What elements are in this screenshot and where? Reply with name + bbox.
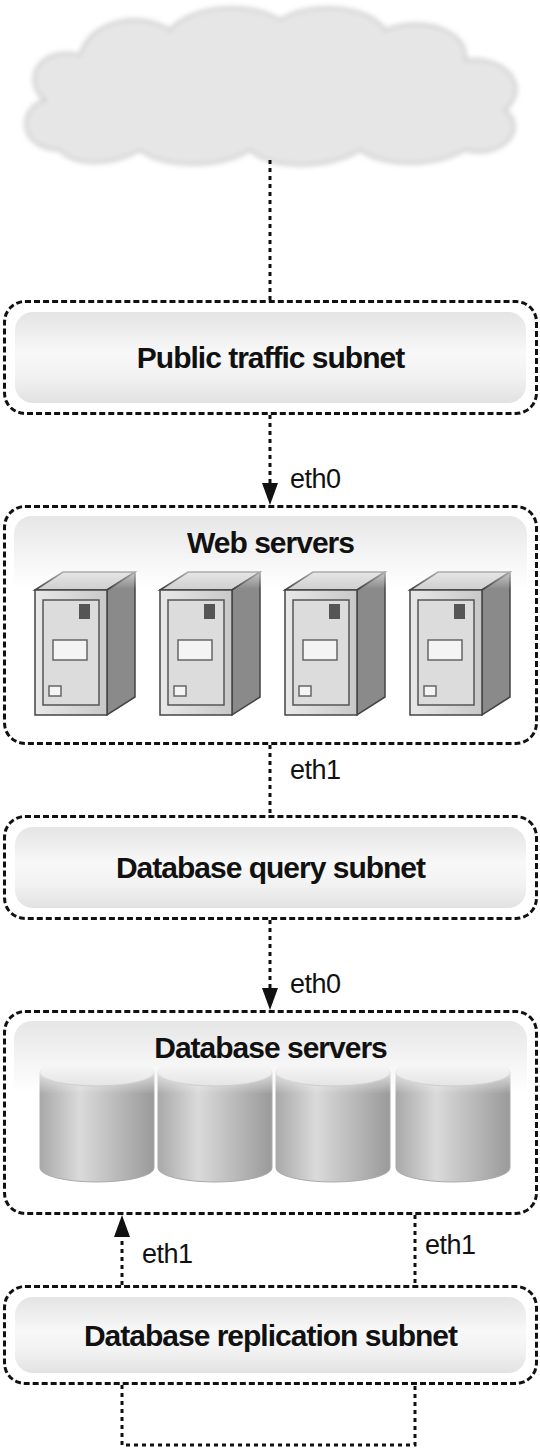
arrow-head — [262, 988, 278, 1010]
network-link — [270, 745, 271, 815]
node-label: Database servers — [14, 1021, 527, 1094]
network-link — [415, 1215, 416, 1285]
node-label: Database query subnet — [15, 827, 526, 908]
server-icon — [160, 572, 260, 715]
server-group: Database servers — [3, 1010, 538, 1215]
cloud-link — [269, 160, 272, 300]
server-icons — [35, 572, 510, 715]
interface-label: eth0 — [290, 971, 341, 998]
node-label: Web servers — [14, 516, 527, 589]
interface-label: eth1 — [142, 1241, 193, 1268]
server-icon — [35, 572, 135, 715]
subnet-band: Public traffic subnet — [3, 300, 538, 415]
arrow-head — [114, 1215, 130, 1237]
network-link — [262, 920, 278, 1010]
subnet-band: Database replication subnet — [3, 1285, 538, 1385]
server-icon — [410, 572, 510, 715]
network-link — [114, 1215, 130, 1285]
network-link — [262, 415, 278, 505]
cloud — [26, 8, 516, 165]
server-group: Web servers — [3, 505, 538, 745]
server-icon — [285, 572, 385, 715]
interface-label: eth0 — [290, 466, 341, 493]
arrow-head — [262, 483, 278, 505]
interface-label: eth1 — [425, 1232, 476, 1259]
subnet-band: Database query subnet — [3, 815, 538, 920]
interface-label: eth1 — [290, 757, 341, 784]
node-label: Database replication subnet — [15, 1297, 526, 1373]
replication-loop — [122, 1385, 415, 1445]
node-label: Public traffic subnet — [15, 312, 526, 403]
